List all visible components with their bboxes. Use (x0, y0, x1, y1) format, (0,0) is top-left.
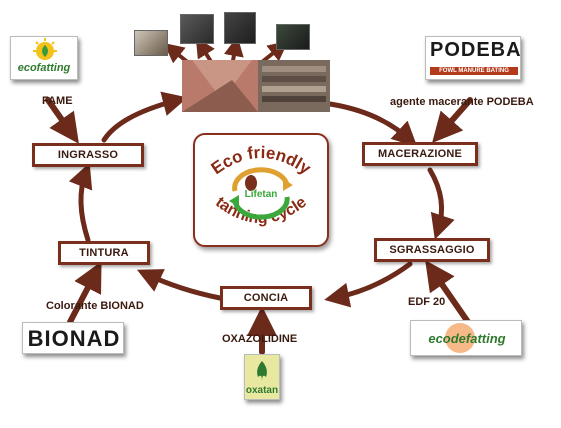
arrow-bionad-in (67, 261, 102, 325)
logo-oxatan: oxatan (244, 354, 280, 400)
agent-label-podeba: agente macerante PODEBA (390, 96, 534, 108)
stage-tintura: TINTURA (58, 241, 150, 265)
podeba-subtitle: FOWL MANURE BATING (430, 67, 518, 75)
product-photo-4 (276, 24, 310, 50)
arrow-ingrasso-to-hides (101, 91, 188, 143)
logo-bionad: BIONAD (22, 322, 124, 354)
arrow-ecofatting-in (45, 97, 79, 144)
agent-label-fame: FAME (42, 95, 73, 107)
logo-ecofatting: ecofatting (10, 36, 78, 80)
svg-text:oxatan: oxatan (246, 385, 278, 396)
stage-ingrasso: INGRASSO (32, 143, 144, 167)
stage-macerazione: MACERAZIONE (362, 142, 478, 166)
svg-text:ecofatting: ecofatting (18, 62, 71, 74)
recycle-icon (229, 167, 293, 220)
logo-podeba: PODEBA FOWL MANURE BATING (425, 36, 521, 80)
center-badge: Eco friendly tanning cycle Lifetan (193, 133, 329, 247)
arrow-macerazione-to-sgrassaggio (427, 167, 455, 240)
center-title-top: Eco friendly (208, 143, 315, 179)
bionad-wordmark: BIONAD (27, 326, 121, 351)
arrow-concia-to-tintura (136, 269, 223, 301)
logo-ecodefatting: ecodefatting (410, 320, 522, 356)
ecodefatting-wordmark: ecodefatting (428, 331, 506, 346)
stage-concia: CONCIA (220, 286, 312, 310)
product-photo-2 (180, 14, 214, 44)
hides-photo (182, 60, 330, 112)
lifetan-brand: Lifetan (245, 189, 278, 200)
stage-sgrassaggio: SGRASSAGGIO (374, 238, 490, 262)
arrow-hides-to-macerazione (327, 101, 418, 147)
arrow-tintura-to-ingrasso (68, 162, 93, 243)
product-photo-3 (224, 12, 256, 44)
agent-label-bionad: Colorante BIONAD (46, 300, 144, 312)
podeba-wordmark: PODEBA (430, 39, 522, 61)
arrow-edf-in (425, 260, 471, 325)
product-photo-1 (134, 30, 168, 56)
arrow-podeba-in (432, 97, 473, 143)
agent-label-oxazolidine: OXAZOLIDINE (222, 333, 298, 345)
agent-label-edf: EDF 20 (408, 296, 446, 308)
arrow-sgrassaggio-to-concia (324, 261, 413, 308)
